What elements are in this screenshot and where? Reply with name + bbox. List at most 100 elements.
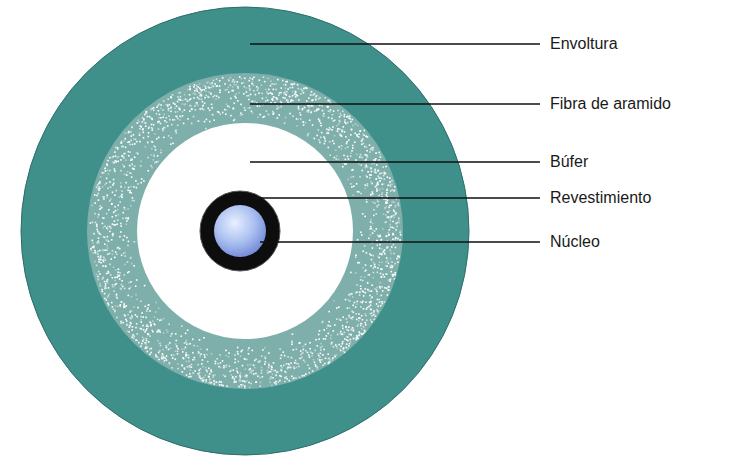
aramid-speck <box>374 171 376 173</box>
aramid-speck <box>360 232 362 234</box>
aramid-speck <box>187 366 189 368</box>
aramid-speck <box>385 166 387 168</box>
aramid-speck <box>122 156 124 158</box>
aramid-speck <box>281 370 283 372</box>
aramid-speck <box>155 311 157 313</box>
aramid-speck <box>184 368 186 370</box>
aramid-speck <box>146 111 148 113</box>
aramid-speck <box>216 85 218 87</box>
aramid-speck <box>223 367 225 369</box>
aramid-speck <box>96 195 98 197</box>
aramid-speck <box>105 259 107 261</box>
aramid-speck <box>119 275 121 277</box>
aramid-speck <box>124 153 126 155</box>
aramid-speck <box>171 124 173 126</box>
aramid-speck <box>209 382 211 384</box>
aramid-speck <box>174 119 176 121</box>
aramid-speck <box>395 247 397 249</box>
aramid-speck <box>224 376 226 378</box>
aramid-speck <box>359 318 361 320</box>
aramid-speck <box>354 302 356 304</box>
aramid-speck <box>131 192 133 194</box>
aramid-speck <box>292 91 294 93</box>
aramid-speck <box>185 342 187 344</box>
aramid-speck <box>168 115 170 117</box>
aramid-speck <box>346 143 348 145</box>
aramid-speck <box>140 182 142 184</box>
aramid-speck <box>117 306 119 308</box>
aramid-speck <box>320 353 322 355</box>
aramid-speck <box>103 196 105 198</box>
aramid-speck <box>110 198 112 200</box>
aramid-speck <box>131 158 133 160</box>
aramid-speck <box>378 201 380 203</box>
aramid-speck <box>248 80 250 82</box>
aramid-speck <box>259 360 261 362</box>
aramid-speck <box>198 120 200 122</box>
aramid-speck <box>163 361 165 363</box>
aramid-speck <box>142 121 144 123</box>
aramid-speck <box>185 354 187 356</box>
aramid-speck <box>365 324 367 326</box>
aramid-speck <box>222 385 224 387</box>
aramid-speck <box>102 277 104 279</box>
aramid-speck <box>112 216 114 218</box>
aramid-speck <box>157 105 159 107</box>
aramid-speck <box>389 210 391 212</box>
aramid-speck <box>397 261 399 263</box>
aramid-speck <box>109 253 111 255</box>
aramid-speck <box>346 336 348 338</box>
aramid-speck <box>268 367 270 369</box>
aramid-speck <box>182 103 184 105</box>
aramid-speck <box>228 79 230 81</box>
aramid-speck <box>265 361 267 363</box>
aramid-speck <box>392 201 394 203</box>
aramid-speck <box>131 296 133 298</box>
aramid-speck <box>303 349 305 351</box>
aramid-speck <box>307 105 309 107</box>
aramid-speck <box>180 335 182 337</box>
aramid-speck <box>228 80 230 82</box>
aramid-speck <box>124 274 126 276</box>
aramid-speck <box>245 376 247 378</box>
aramid-speck <box>115 215 117 217</box>
aramid-speck <box>360 301 362 303</box>
aramid-speck <box>104 167 106 169</box>
aramid-speck <box>232 81 234 83</box>
aramid-speck <box>327 106 329 108</box>
aramid-speck <box>131 164 133 166</box>
aramid-speck <box>285 87 287 89</box>
aramid-speck <box>377 200 379 202</box>
aramid-speck <box>336 307 338 309</box>
aramid-speck <box>98 271 100 273</box>
aramid-speck <box>310 94 312 96</box>
aramid-speck <box>304 107 306 109</box>
aramid-speck <box>371 149 373 151</box>
aramid-speck <box>203 109 205 111</box>
aramid-speck <box>154 324 156 326</box>
aramid-speck <box>105 287 107 289</box>
aramid-speck <box>355 256 357 258</box>
aramid-speck <box>116 297 118 299</box>
aramid-speck <box>279 348 281 350</box>
aramid-speck <box>359 262 361 264</box>
aramid-speck <box>118 205 120 207</box>
aramid-speck <box>306 100 308 102</box>
aramid-speck <box>329 111 331 113</box>
aramid-speck <box>395 206 397 208</box>
aramid-speck <box>157 161 159 163</box>
aramid-speck <box>298 106 300 108</box>
aramid-speck <box>185 356 187 358</box>
aramid-speck <box>392 233 394 235</box>
aramid-speck <box>209 121 211 123</box>
aramid-speck <box>151 141 153 143</box>
aramid-speck <box>279 92 281 94</box>
aramid-speck <box>219 85 221 87</box>
aramid-speck <box>389 229 391 231</box>
aramid-speck <box>201 91 203 93</box>
aramid-speck <box>149 335 151 337</box>
aramid-speck <box>385 221 387 223</box>
aramid-speck <box>163 117 165 119</box>
aramid-speck <box>211 104 213 106</box>
aramid-speck <box>275 97 277 99</box>
